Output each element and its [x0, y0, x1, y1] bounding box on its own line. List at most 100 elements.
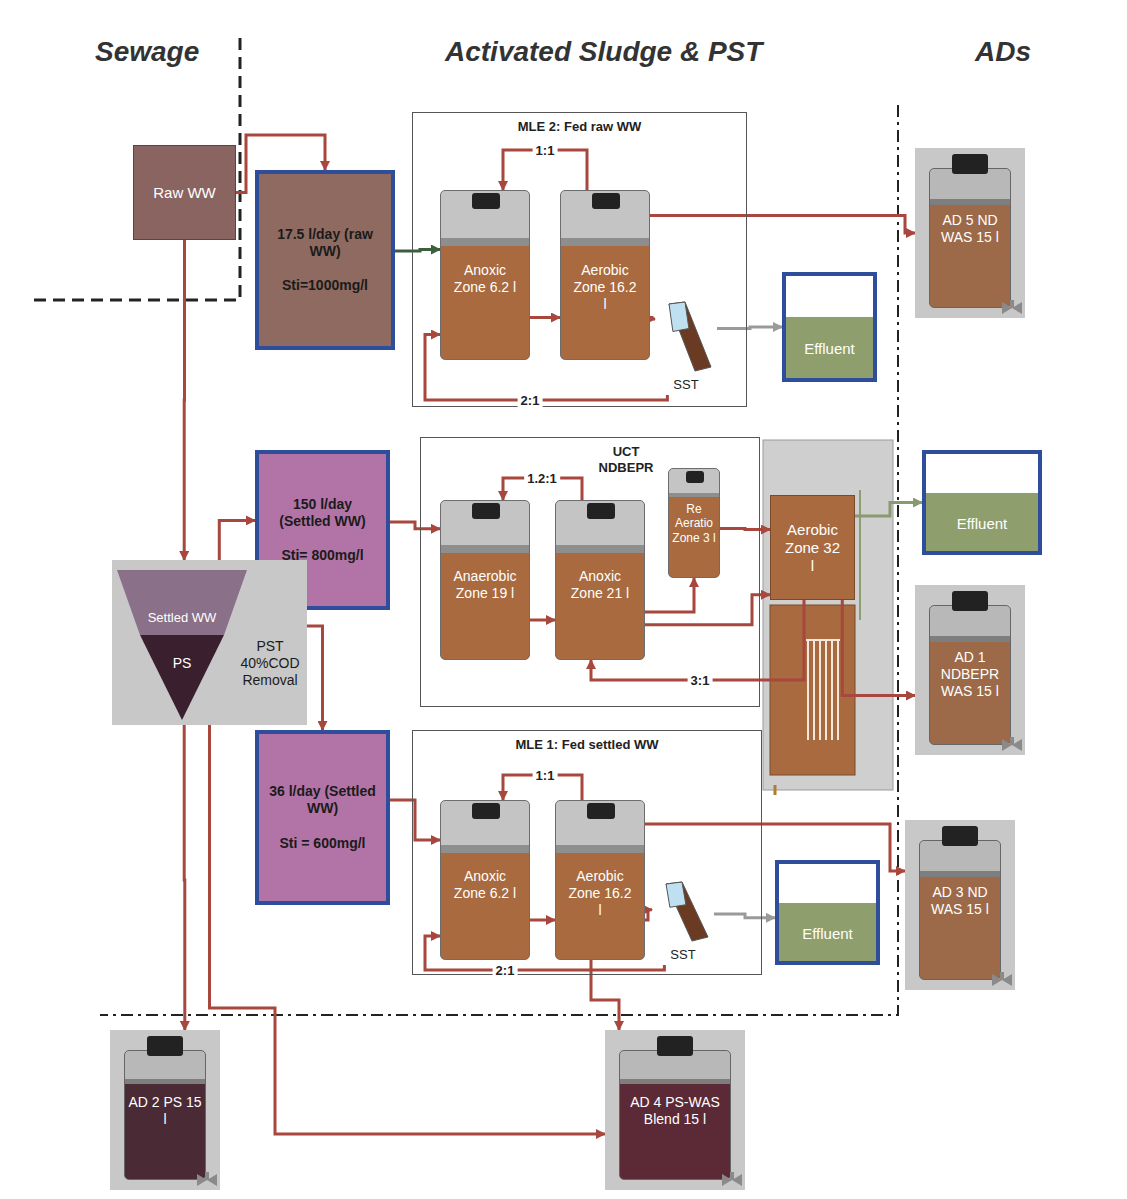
source-box: Raw WW — [133, 145, 236, 240]
reactor-zone: Anaerobic Zone 19 l — [440, 500, 530, 660]
valve-symbol — [196, 1172, 218, 1188]
mixer-motor — [587, 803, 615, 819]
sst-label: SST — [652, 947, 714, 963]
mixer-motor — [657, 1036, 693, 1056]
mixer-motor — [592, 193, 620, 209]
digester: AD 3 ND WAS 15 l — [905, 820, 1015, 990]
flow-line — [842, 600, 915, 696]
clarifier: Settled WWPSPST 40%COD Removal — [112, 560, 307, 725]
flow-line — [591, 960, 619, 1030]
feed-tank: 36 l/day (Settled WW) Sti = 600mg/l — [255, 730, 390, 905]
boundary-line — [100, 105, 898, 1015]
node-text: 150 l/day (Settled WW) — [267, 496, 378, 530]
flow-line — [210, 725, 606, 1134]
column-heading: Sewage — [95, 36, 199, 68]
mixer-motor — [472, 193, 500, 209]
reactor-zone: Anoxic Zone 21 l — [555, 500, 645, 660]
frame-title: UCT NDBEPR — [589, 444, 663, 475]
node-text: Anaerobic Zone 19 l — [453, 568, 517, 602]
settling-tank: SST — [655, 300, 717, 395]
reactor-zone: Aerobic Zone 16.2 l — [560, 190, 650, 360]
reactor-zone: Anoxic Zone 6.2 l — [440, 190, 530, 360]
ratio-label: 1.2:1 — [524, 471, 560, 486]
drain-pipe — [774, 785, 777, 795]
digester: AD 4 PS-WAS Blend 15 l — [605, 1030, 745, 1190]
digester: AD 1 NDBEPR WAS 15 l — [915, 585, 1025, 755]
mixer-motor — [942, 826, 978, 846]
node-text: Aerobic Zone 16.2 l — [573, 262, 637, 312]
process-frame: MLE 2: Fed raw WW Anoxic Zone 6.2 l Aerobi… — [412, 112, 747, 407]
frame-title: MLE 1: Fed settled WW — [413, 737, 761, 753]
node-text: Effluent — [926, 515, 1038, 533]
node-text: Effluent — [786, 340, 873, 358]
flow-line — [855, 503, 922, 517]
node-text: Re Aeratio Zone 3 l — [671, 502, 717, 545]
node-text: AD 2 PS 15 l — [128, 1094, 202, 1128]
node-text: Sti= 800mg/l — [281, 547, 363, 564]
flow-line — [714, 914, 775, 918]
node-text: Anoxic Zone 6.2 l — [453, 868, 517, 902]
flow-line — [720, 529, 770, 530]
flow-line — [183, 240, 186, 560]
node-text: AD 5 ND WAS 15 l — [933, 212, 1007, 246]
digester-label-box: AD 4 PS-WAS Blend 15 l — [623, 1094, 727, 1128]
mbr-panel — [763, 440, 893, 790]
node-text: 36 l/day (Settled WW) — [267, 783, 378, 817]
flow-line — [307, 626, 323, 730]
digester: AD 2 PS 15 l — [110, 1030, 220, 1190]
digester-label-box: AD 2 PS 15 l — [128, 1094, 202, 1128]
effluent-tank: Effluent — [775, 860, 880, 965]
node-text: Effluent — [779, 925, 876, 943]
feed-tank: 17.5 l/day (raw WW) Sti=1000mg/l — [255, 170, 395, 350]
flow-line — [650, 318, 655, 320]
node-text: Raw WW — [153, 184, 216, 202]
flow-line — [390, 522, 440, 529]
valve-symbol — [1001, 300, 1023, 316]
node-text: 17.5 l/day (raw WW) — [267, 226, 383, 260]
flow-line — [183, 725, 187, 1030]
node-text: AD 1 NDBEPR WAS 15 l — [933, 649, 1007, 699]
process-frame: MLE 1: Fed settled WW Anoxic Zone 6.2 l Ae… — [412, 730, 762, 975]
process-frame: UCT NDBEPR Anaerobic Zone 19 l Anoxic Zone… — [420, 437, 760, 707]
node-text: AD 4 PS-WAS Blend 15 l — [623, 1094, 727, 1128]
frame-title: MLE 2: Fed raw WW — [413, 119, 746, 135]
boundary-line — [28, 38, 240, 300]
flow-line — [650, 216, 915, 234]
mixer-motor — [686, 471, 704, 483]
ratio-label: 1:1 — [533, 768, 558, 783]
node-text: Sti=1000mg/l — [282, 277, 368, 294]
mixer-motor — [587, 503, 615, 519]
node-text: AD 3 ND WAS 15 l — [923, 884, 997, 918]
flow-line — [219, 520, 255, 560]
valve-symbol — [721, 1172, 743, 1188]
mixer-motor — [472, 803, 500, 819]
membrane-module — [806, 640, 840, 740]
flow-line — [717, 327, 782, 329]
flow-line — [645, 578, 694, 612]
ratio-label: 1:1 — [533, 143, 558, 158]
ratio-label: 2:1 — [493, 963, 518, 978]
settler-tube — [655, 300, 717, 375]
node-text: Anoxic Zone 21 l — [568, 568, 632, 602]
node-text: Sti = 600mg/l — [280, 835, 366, 852]
mixer-motor — [952, 591, 988, 611]
digester-label-box: AD 1 NDBEPR WAS 15 l — [933, 649, 1007, 699]
node-text: Aerobic Zone 32 l — [783, 521, 842, 575]
flow-line — [645, 595, 770, 625]
mixer-motor — [472, 503, 500, 519]
ratio-label: 3:1 — [688, 673, 713, 688]
mixer-motor — [952, 154, 988, 174]
valve-symbol — [991, 972, 1013, 988]
column-heading: Activated Sludge & PST — [445, 36, 762, 68]
settler-tube — [652, 880, 714, 945]
reactor-zone: Anoxic Zone 6.2 l — [440, 800, 530, 960]
effluent-tank: Effluent — [922, 450, 1042, 555]
permeate-pipe — [859, 490, 861, 620]
flow-line — [530, 619, 555, 622]
digester-label-box: AD 5 ND WAS 15 l — [933, 212, 1007, 246]
flow-line — [530, 316, 560, 319]
reactor-zone: Re Aeratio Zone 3 l — [668, 468, 720, 578]
mixer-motor — [147, 1036, 183, 1056]
reactor-zone: Aerobic Zone 16.2 l — [555, 800, 645, 960]
